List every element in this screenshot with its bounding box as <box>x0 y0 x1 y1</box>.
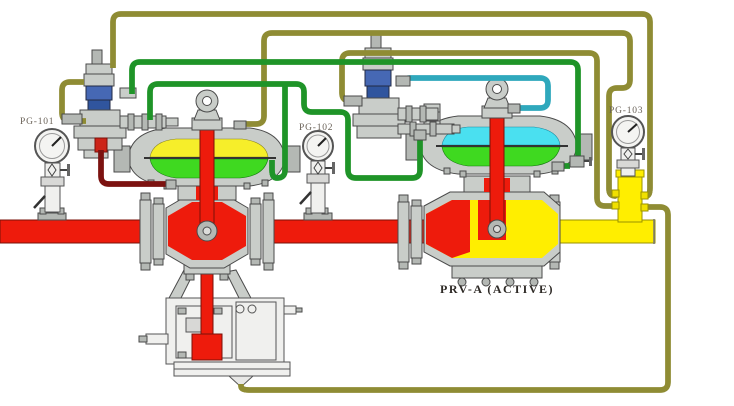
pilot-body <box>358 97 400 115</box>
eye-base <box>193 109 221 121</box>
pilot-regulator-2 <box>352 33 461 139</box>
left-control-valve <box>113 89 303 388</box>
pilot-top-fitting <box>119 87 137 99</box>
pressure-gauge-pg103 <box>611 115 645 177</box>
prv-a-label: PRV-A (ACTIVE) <box>440 282 554 296</box>
outlet-pipe <box>557 219 656 244</box>
valve-body-inlet-flow <box>426 200 470 258</box>
cyan-loading-line <box>398 75 551 111</box>
pilot-regulator-1 <box>73 49 179 159</box>
pilot2-left-fitting <box>343 95 363 107</box>
bottom-flange <box>451 265 543 279</box>
pilot2-cyan-fitting <box>395 75 411 87</box>
tubing-network <box>59 11 671 393</box>
pressure-gauge-pg102 <box>299 130 335 214</box>
lever-handle-icon <box>33 195 46 209</box>
pilot-arm <box>397 107 439 121</box>
outlet-riser <box>615 169 645 223</box>
dome2-green-fitting <box>551 161 565 172</box>
pg103-label: PG-103 <box>609 106 643 116</box>
lever-handle-icon <box>299 191 312 205</box>
inlet-pipe-left <box>0 219 145 244</box>
pg101-label: PG-101 <box>20 117 54 127</box>
dome1-tube-fitting <box>233 120 247 130</box>
gauge-needle <box>317 137 327 147</box>
side-port-right <box>283 305 297 315</box>
gauge-needle <box>627 123 638 133</box>
pressure-gauge-pg101 <box>33 128 70 213</box>
isolation-valve-icon <box>623 148 633 160</box>
pilot-red-port <box>94 137 108 153</box>
side-port-left <box>145 333 169 345</box>
isolation-valve-icon <box>47 163 57 177</box>
isolation-valve-icon <box>313 161 323 175</box>
valve-stem <box>489 113 505 233</box>
pilot2-green-fitting <box>413 129 427 141</box>
main-pipeline <box>0 207 656 244</box>
pilot1-left-fitting <box>61 113 83 125</box>
tube-fittings <box>61 75 649 212</box>
downstream-tee-fitting <box>569 155 592 168</box>
pg102-label: PG-102 <box>299 123 333 133</box>
drain-funnel <box>227 375 255 388</box>
stem-lower <box>200 265 214 337</box>
red-line-nut <box>165 179 177 190</box>
spring-housing <box>85 85 113 101</box>
dome2-cyan-fitting <box>507 103 521 114</box>
gauge-needle <box>51 136 62 147</box>
handwheel-icon <box>332 162 335 174</box>
eye-base <box>483 97 511 109</box>
stem-block <box>191 333 223 361</box>
handwheel-icon <box>67 164 70 176</box>
spring-housing <box>364 69 392 87</box>
handwheel-icon <box>642 148 645 160</box>
